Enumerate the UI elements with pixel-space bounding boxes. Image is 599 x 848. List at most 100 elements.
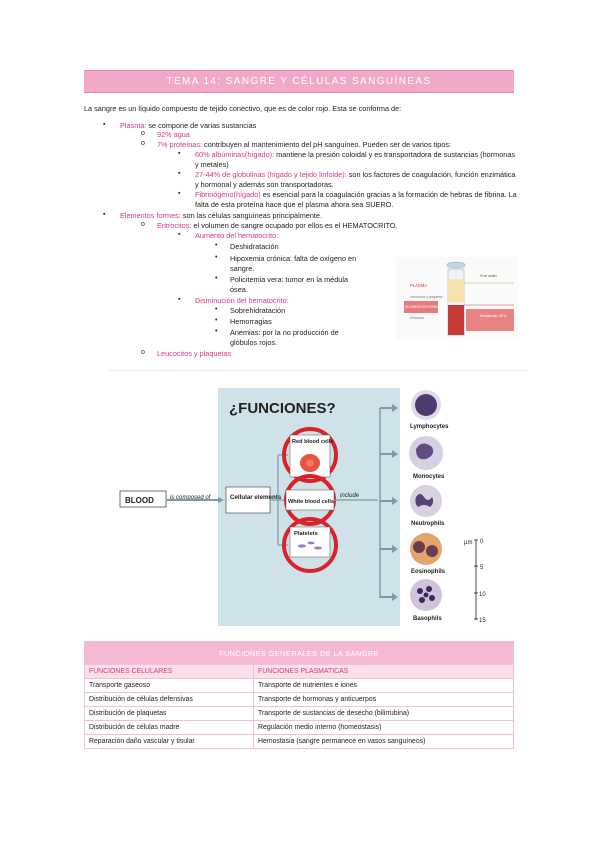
aumento-item: Policitemia vera: tumor en la médula óse…	[230, 275, 349, 294]
proteinas-label: 7% proteínas:	[157, 140, 203, 149]
globulinas-text: son los factores de coagulación, función…	[195, 170, 516, 189]
tube-label: Hematocrito: 45 %	[480, 314, 506, 318]
erythrocyte-layer	[448, 305, 464, 335]
arrow-icon	[380, 593, 398, 601]
table-cell: Distribución de plaquetas	[83, 706, 255, 721]
dot-bullet-icon: •	[215, 242, 218, 249]
tube-label: ELEMENTOS FORMES	[405, 305, 443, 309]
platelet-icon	[298, 544, 306, 548]
divider	[108, 370, 528, 371]
platelet-icon	[314, 546, 322, 550]
scale-tick: 10	[479, 592, 486, 598]
square-bullet-icon: ▪	[178, 170, 181, 177]
functions-table: FUNCIONES GENERALES DE LA SANGRE FUNCION…	[83, 641, 514, 749]
leucocitos-item: Leucocitos y plaquetas	[157, 349, 232, 358]
cell-label: Eosinophils	[411, 569, 446, 575]
dot-bullet-icon: •	[215, 306, 218, 313]
arrow-icon	[380, 545, 398, 553]
elementos-item: Elementos formes: son las células sanguí…	[120, 211, 322, 220]
arrow-icon	[380, 450, 398, 458]
table-cell: Transporte gaseoso	[83, 678, 255, 693]
globulinas-label: 27-44% de globulinas (hígado y tejido li…	[195, 170, 347, 179]
square-bullet-icon: ▪	[178, 190, 181, 197]
title-text: TEMA 14: SANGRE Y CÉLULAS SANGUÍNEAS	[166, 76, 432, 87]
cell-label: Monocytes	[413, 474, 445, 480]
eosinophil-icon	[410, 533, 442, 565]
box-label: Platelets	[294, 531, 318, 537]
proteinas-item: 7% proteínas: contribuyen al mantenimien…	[157, 140, 451, 149]
eritrocitos-item: Eritrocitos: el volumen de sangre ocupad…	[157, 221, 398, 230]
disminucion-item: Sobrehidratación	[230, 306, 286, 315]
page-title: TEMA 14: SANGRE Y CÉLULAS SANGUÍNEAS	[84, 70, 514, 93]
table-cell: Transporte de nutrientes e iones	[253, 678, 514, 693]
cell-label: Lymphocytes	[410, 424, 449, 430]
circle-bullet-icon: o	[141, 130, 145, 137]
cell-label: Neutrophils	[411, 521, 445, 527]
proteinas-text: contribuyen al mantenimiento del pH sang…	[202, 140, 452, 149]
buffy-coat-layer	[448, 302, 464, 305]
plasma-label: Plasma:	[120, 121, 147, 130]
table-row: Distribución de células madre Regulación…	[83, 720, 514, 735]
aumento-item: Hipoxemia crónica: falta de oxígeno en s…	[230, 254, 357, 273]
disminucion-label: Disminución del hematocrito:	[195, 296, 289, 305]
table-title: FUNCIONES GENERALES DE LA SANGRE	[84, 641, 514, 665]
agua-item: 92% agua	[157, 130, 190, 139]
elementos-label: Elementos formes:	[120, 211, 181, 220]
disminucion-item: Hemorragias	[230, 317, 272, 326]
circle-bullet-icon: o	[141, 221, 145, 228]
cell-label: Basophils	[413, 616, 442, 622]
globulinas-item: 27-44% de globulinas (hígado y tejido li…	[195, 170, 520, 189]
plasma-layer	[448, 279, 464, 302]
square-bullet-icon: ▪	[178, 150, 181, 157]
arrow-icon	[166, 497, 224, 503]
table-row: Distribución de plaquetas Transporte de …	[83, 706, 514, 721]
hematocrit-band	[466, 309, 514, 331]
figure-title: ¿FUNCIONES?	[229, 400, 336, 417]
blood-functions-figure: ¿FUNCIONES? BLOOD is composed of Cellula…	[119, 388, 486, 626]
tube-label: % en adulto	[480, 274, 497, 278]
plasma-item: Plasma: se compone de varias sustancias	[120, 121, 256, 130]
bullet-icon: ▪	[103, 121, 106, 128]
circle-bullet-icon: o	[141, 140, 145, 147]
eritrocitos-label: Eritrocitos:	[157, 221, 192, 230]
highlight-ring	[282, 427, 338, 483]
table-cell: Regulación medio interno (homeostasis)	[253, 720, 514, 735]
tube-label: PLASMA	[410, 283, 427, 288]
tube-label: Eritrocitos	[410, 316, 425, 320]
table-row: Transporte gaseoso Transporte de nutrien…	[83, 678, 514, 693]
square-bullet-icon: ▪	[178, 231, 181, 238]
fibrinogeno-item: Fibrinógeno(hígado) es esencial para la …	[195, 190, 520, 209]
highlight-ring	[282, 517, 338, 573]
albuminas-label: 60% albúminas(hígado):	[195, 150, 275, 159]
eritrocitos-text: el volumen de sangre ocupado por ellos e…	[191, 221, 398, 230]
blood-label: BLOOD	[125, 496, 154, 505]
scale-unit: µm	[464, 540, 472, 546]
table-cell: Reparación daño vascular y tisular	[83, 734, 255, 749]
hematocrit-tube-figure: PLASMA ELEMENTOS FORMES Leucocitos y pla…	[396, 257, 518, 339]
table-header-row: FUNCIONES CELULARES FUNCIONES PLASMATICA…	[83, 664, 514, 679]
table-cell: Distribución de células madre	[83, 720, 255, 735]
composed-label: is composed of	[170, 495, 212, 501]
dot-bullet-icon: •	[215, 275, 218, 282]
table-cell: Hemostasia (sangre permanece en vasos sa…	[253, 734, 514, 749]
table-row: Distribución de células defensivas Trans…	[83, 692, 514, 707]
column-header: FUNCIONES PLASMATICAS	[253, 664, 514, 679]
include-label: include	[340, 493, 360, 499]
aumento-label: Aumento del hematocrito:	[195, 231, 279, 240]
arrow-icon	[380, 497, 398, 505]
table-cell: Transporte de sustancias de desecho (bil…	[253, 706, 514, 721]
tube-cap-icon	[446, 261, 466, 269]
table-cell: Transporte de hormonas y anticuerpos	[253, 692, 514, 707]
box-label: White blood cells	[288, 499, 334, 505]
cellular-elements-box	[225, 486, 271, 514]
table-title-row: FUNCIONES GENERALES DE LA SANGRE	[84, 641, 514, 665]
dot-bullet-icon: •	[215, 328, 218, 335]
table-cell: Distribución de células defensivas	[83, 692, 255, 707]
elementos-formes-tag	[404, 301, 438, 313]
box-label: Red blood cells	[292, 439, 333, 445]
scale-tick: 15	[479, 618, 486, 624]
platelet-icon	[307, 541, 315, 545]
fibrinogeno-text: es esencial para la coagulación gracias …	[195, 190, 517, 209]
scale-tick: 5	[480, 565, 484, 571]
dot-bullet-icon: •	[215, 317, 218, 324]
